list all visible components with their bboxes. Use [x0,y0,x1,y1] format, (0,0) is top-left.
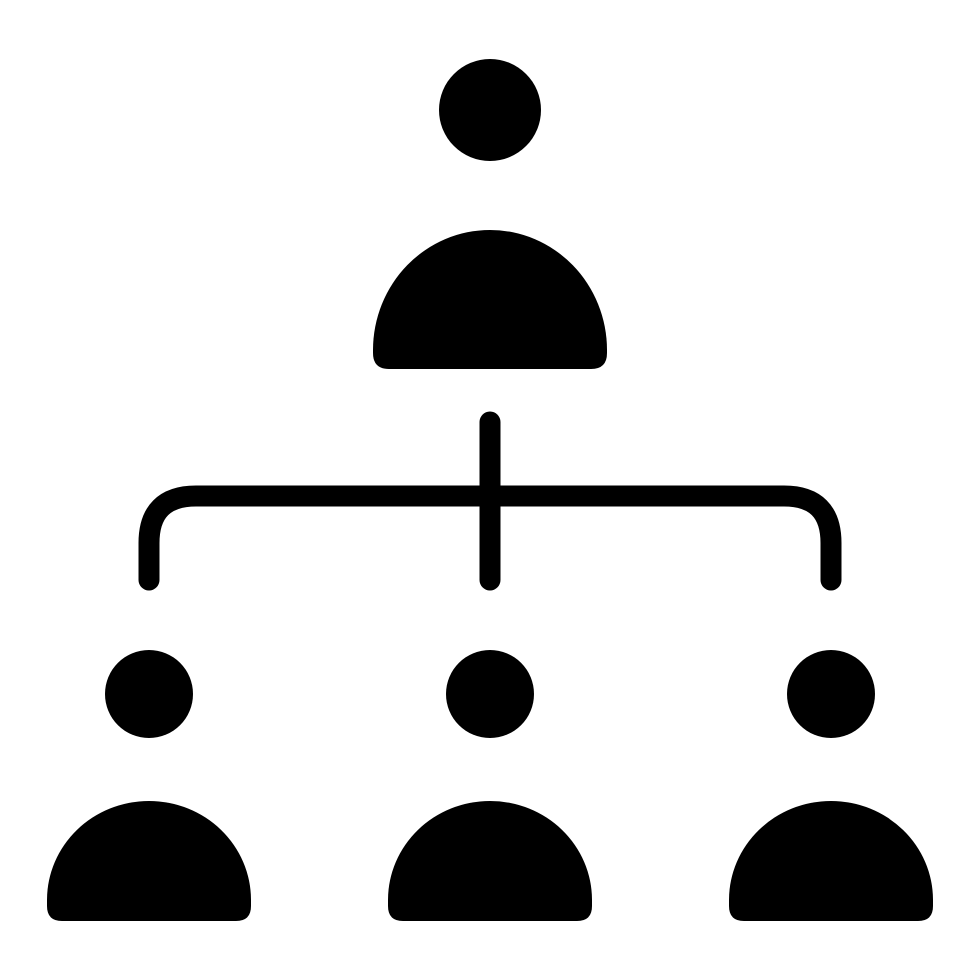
bottom-right-person-head [787,650,875,738]
bottom-center-person-head [446,650,534,738]
bottom-left-person-body [47,801,251,921]
bottom-left-person-icon [47,650,251,921]
connector-horizontal-branch [138,485,842,591]
top-person-head [439,59,541,161]
top-person-body [373,230,607,369]
bottom-center-person-icon [388,650,592,921]
bottom-left-person-head [105,650,193,738]
bottom-right-person-icon [729,650,933,921]
bottom-right-person-body [729,801,933,921]
hierarchy-connectors [138,411,842,591]
bottom-center-person-body [388,801,592,921]
top-person-icon [373,59,607,369]
